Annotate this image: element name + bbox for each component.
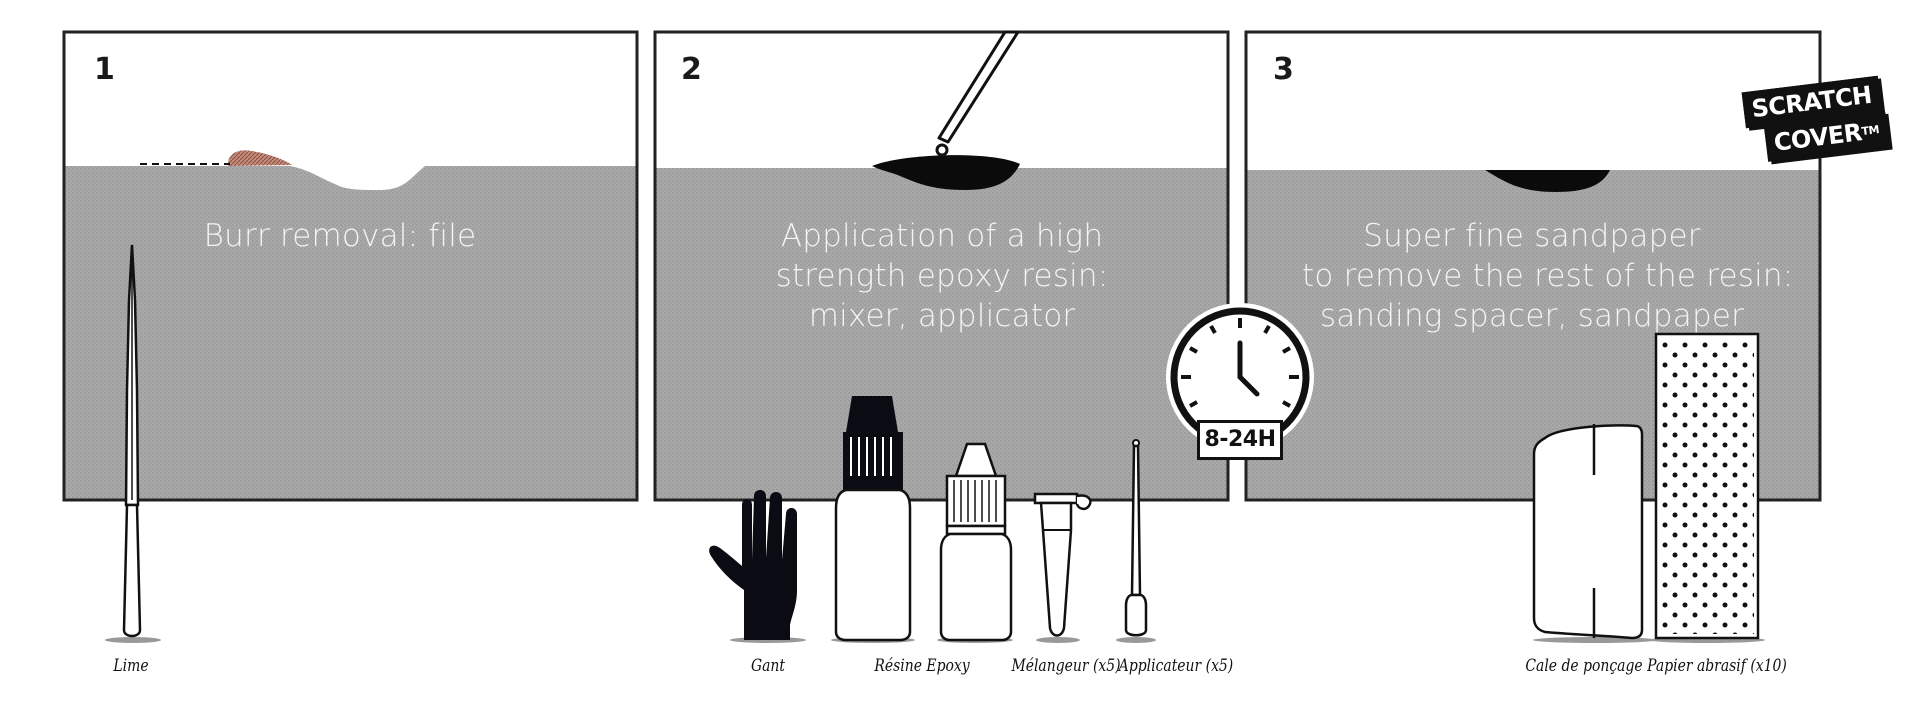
remaining-resin xyxy=(1485,170,1610,192)
drying-time-label: 8-24H xyxy=(1197,420,1283,460)
applicator-icon xyxy=(1116,439,1156,643)
caption-line: Super fine sandpaper xyxy=(1363,218,1701,254)
applicator-needle-icon xyxy=(935,30,1020,157)
logo-trademark: TM xyxy=(1860,123,1880,139)
caption-line: strength epoxy resin: xyxy=(775,258,1109,294)
clock-icon xyxy=(1166,303,1314,451)
panel-2 xyxy=(653,30,1230,502)
file-tool-icon xyxy=(105,244,161,643)
logo-word: COVER xyxy=(1772,118,1864,157)
sandpaper-icon xyxy=(1649,332,1765,643)
caption-line: sanding spacer, sandpaper xyxy=(1319,298,1745,334)
tool-label-resine-epoxy: Résine Epoxy xyxy=(874,656,970,676)
tool-label-gant: Gant xyxy=(750,656,786,676)
panel-1 xyxy=(62,30,639,502)
caption-line: mixer, applicator xyxy=(808,298,1076,334)
panel-1-caption: Burr removal: file xyxy=(140,216,540,256)
caption-line: Application of a high xyxy=(780,218,1104,254)
step-number-1: 1 xyxy=(94,52,115,87)
panel-3-caption: Super fine sandpaper to remove the rest … xyxy=(1302,216,1794,336)
caption-line: to remove the rest of the resin: xyxy=(1302,258,1794,294)
tool-label-papier-abrasif: Papier abrasif (x10) xyxy=(1647,656,1787,676)
tool-label-cale-de-poncage: Cale de ponçage xyxy=(1525,656,1643,676)
resin-blob xyxy=(872,155,1020,190)
epoxy-bottle-icon xyxy=(937,442,1013,643)
step-number-3: 3 xyxy=(1273,52,1294,87)
sanding-block-icon xyxy=(1532,424,1657,643)
glove-icon xyxy=(709,490,806,643)
panel-2-caption: Application of a high strength epoxy res… xyxy=(742,216,1142,336)
tool-label-applicateur: Applicateur (x5) xyxy=(1118,656,1234,676)
scratch-cover-logo: SCRATCH COVERTM xyxy=(1741,75,1890,172)
burr-shape xyxy=(228,150,292,166)
epoxy-bottle-large-icon xyxy=(831,396,915,643)
caption-line: Burr removal: file xyxy=(203,218,477,254)
tool-label-melangeur: Mélangeur (x5) xyxy=(1011,656,1121,676)
step-number-2: 2 xyxy=(681,52,702,87)
tool-label-lime: Lime xyxy=(113,656,149,676)
mixer-tube-icon xyxy=(1033,492,1092,643)
